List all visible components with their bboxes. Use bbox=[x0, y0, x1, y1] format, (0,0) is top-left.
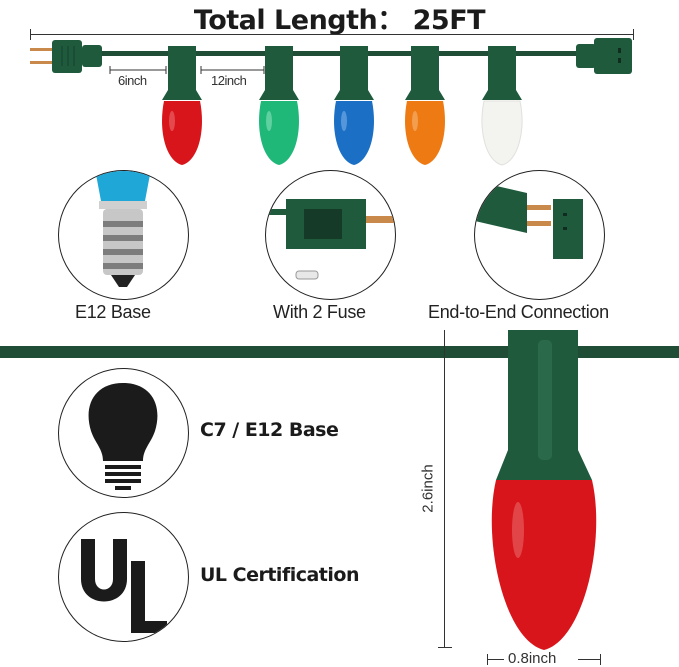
width-tick-right bbox=[600, 654, 601, 665]
bulb-type-label: C7 / E12 Base bbox=[200, 419, 339, 441]
fuse-plug-icon bbox=[266, 199, 395, 280]
e12-base-caption: E12 Base bbox=[75, 302, 151, 322]
string-light-diagram bbox=[0, 36, 679, 170]
bulb-red bbox=[162, 46, 202, 165]
e12-socket-icon bbox=[95, 171, 151, 287]
female-plug-icon bbox=[576, 38, 632, 74]
width-dimension-line-right bbox=[578, 659, 600, 660]
ul-circle bbox=[58, 512, 189, 642]
bulb-white bbox=[481, 46, 523, 166]
connector-icon bbox=[475, 181, 583, 259]
dimension-tick-right bbox=[633, 29, 634, 40]
total-length-title: Total Length： 25FT bbox=[193, 5, 486, 36]
bulb-blue bbox=[334, 46, 374, 165]
fuse-circle bbox=[265, 170, 396, 300]
width-dimension-line-left bbox=[488, 659, 504, 660]
connection-circle bbox=[474, 170, 605, 300]
bulb-green bbox=[259, 46, 299, 165]
width-label: 0.8inch bbox=[508, 650, 557, 667]
height-tick-bottom bbox=[438, 647, 452, 648]
spacing-first-label: 6inch bbox=[118, 73, 147, 88]
connection-caption: End-to-End Connection bbox=[428, 302, 609, 322]
light-bulb-icon bbox=[88, 383, 158, 490]
ul-label: UL Certification bbox=[200, 564, 359, 586]
male-plug-icon bbox=[30, 40, 102, 73]
bulb-orange bbox=[405, 46, 445, 165]
spacing-between-label: 12inch bbox=[211, 73, 247, 88]
total-length-dimension-line bbox=[30, 34, 634, 35]
e12-base-circle bbox=[58, 170, 189, 300]
height-label: 2.6inch bbox=[419, 464, 437, 513]
fuse-caption: With 2 Fuse bbox=[273, 302, 366, 322]
bulb-type-circle bbox=[58, 368, 189, 498]
large-red-bulb bbox=[470, 330, 620, 650]
width-tick-left bbox=[487, 654, 488, 665]
ul-logo-icon bbox=[81, 539, 167, 633]
dimension-tick-left bbox=[30, 29, 31, 40]
height-dimension-line bbox=[444, 330, 445, 648]
